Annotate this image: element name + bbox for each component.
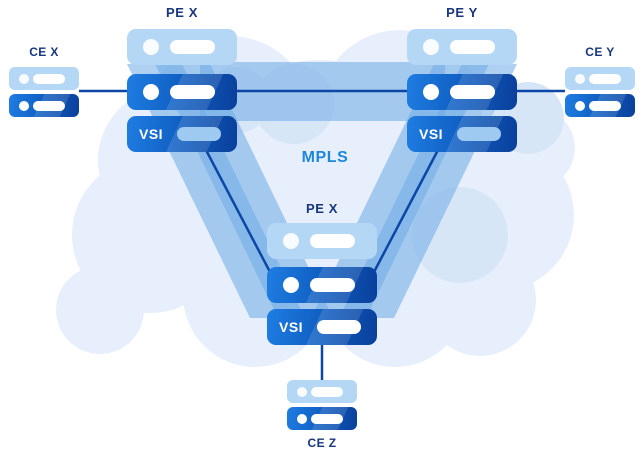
server-slot-bar <box>310 234 355 248</box>
led-dot-icon <box>423 39 439 55</box>
vsi-label: VSI <box>139 126 164 142</box>
led-dot-icon <box>297 414 307 424</box>
led-dot-icon <box>283 277 299 293</box>
ce-z-router <box>287 407 357 430</box>
server-slot-bar <box>33 74 65 84</box>
led-dot-icon <box>575 74 585 84</box>
link-pey-center <box>372 149 440 273</box>
ce-y-label: CE Y <box>585 45 615 59</box>
server-slot-bar <box>589 74 621 84</box>
pe-x-center-router <box>267 267 377 303</box>
ce-x-label: CE X <box>29 45 59 59</box>
led-dot-icon <box>19 101 29 111</box>
pe-x-top-vsi: VSI <box>127 116 237 152</box>
ce-y-switch <box>565 67 635 90</box>
server-slot-bar <box>450 85 495 99</box>
pe-y-vsi: VSI <box>407 116 517 152</box>
led-dot-icon <box>575 101 585 111</box>
pe-y-switch <box>407 29 517 65</box>
vsi-label: VSI <box>279 319 304 335</box>
mpls-cloud-label: MPLS <box>301 149 349 166</box>
pe-y-router <box>407 74 517 110</box>
pe-y-label: PE Y <box>446 5 478 20</box>
server-slot-bar <box>311 387 343 397</box>
pe-x-center-label: PE X <box>305 201 339 216</box>
server-slot-bar <box>317 320 361 334</box>
pe-x-center-vsi: VSI <box>267 309 377 345</box>
ce-z-switch <box>287 380 357 403</box>
led-dot-icon <box>283 233 299 249</box>
pe-x-top-router <box>127 74 237 110</box>
link-pex-center <box>204 149 272 273</box>
ce-z-label: CE Z <box>307 436 337 450</box>
server-slot-bar <box>311 414 343 424</box>
server-slot-bar <box>170 40 215 54</box>
ce-y-router <box>565 94 635 117</box>
led-dot-icon <box>143 39 159 55</box>
ce-x-switch <box>9 67 79 90</box>
server-slot-bar <box>177 127 221 141</box>
pe-x-center-switch <box>267 223 377 259</box>
server-slot-bar <box>589 101 621 111</box>
server-slot-bar <box>33 101 65 111</box>
led-dot-icon <box>297 387 307 397</box>
led-dot-icon <box>143 84 159 100</box>
server-slot-bar <box>457 127 501 141</box>
led-dot-icon <box>19 74 29 84</box>
ce-x-router <box>9 94 79 117</box>
pe-x-top-switch <box>127 29 237 65</box>
server-slot-bar <box>170 85 215 99</box>
led-dot-icon <box>423 84 439 100</box>
pe-x-top-label: PE X <box>165 5 199 20</box>
server-slot-bar <box>310 278 355 292</box>
vsi-label: VSI <box>419 126 444 142</box>
server-slot-bar <box>450 40 495 54</box>
